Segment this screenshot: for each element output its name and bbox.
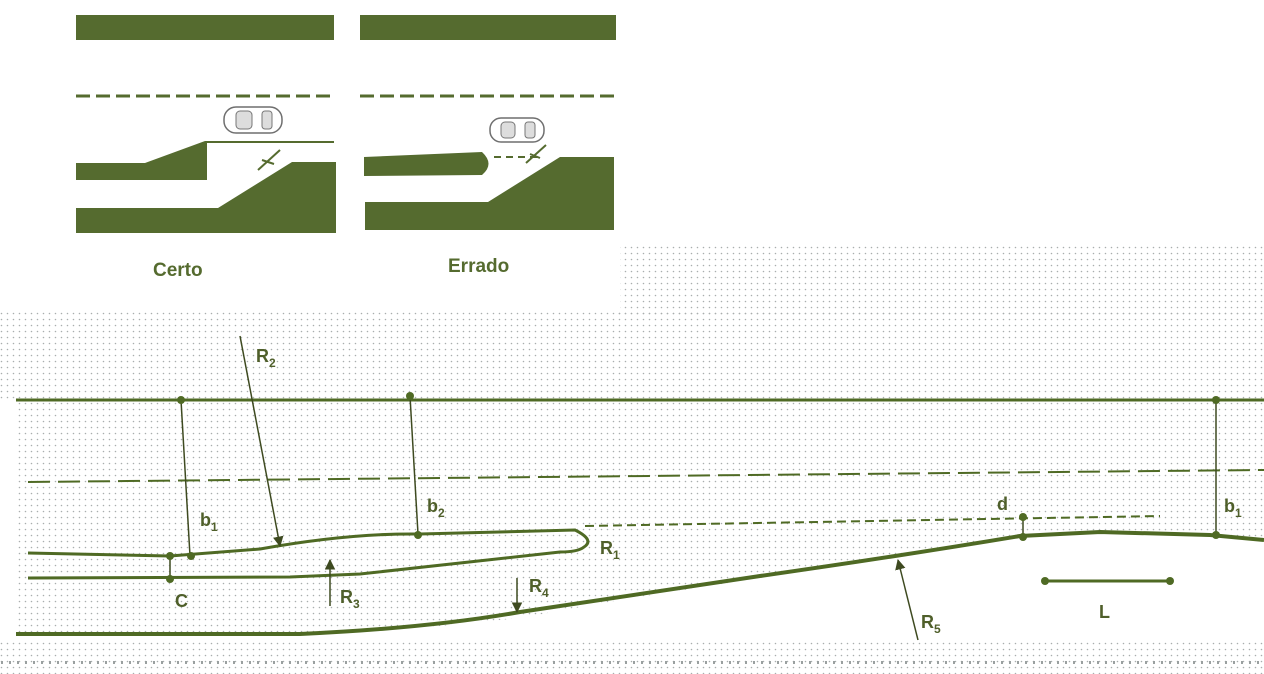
label-r5: R5	[921, 612, 941, 636]
caption-wrong: Errado	[448, 256, 509, 277]
dotted-background	[0, 245, 1264, 674]
lane-taper-lower-left	[76, 162, 336, 233]
r2-arrow	[239, 335, 284, 548]
label-r2: R2	[256, 346, 276, 370]
lane-taper-lower-right	[365, 157, 614, 230]
label-b2: b2	[427, 496, 445, 520]
car-icon-right	[489, 117, 545, 143]
roadway-lines	[16, 398, 1264, 636]
offset-dashed-line	[584, 515, 1161, 527]
gore-nose-shape-right	[364, 152, 489, 176]
dimension-lines	[169, 395, 1217, 583]
top-road-bar-right	[360, 15, 616, 40]
label-c: C	[175, 591, 188, 611]
panel-wrong: Errado	[345, 0, 620, 310]
label-b1-left: b1	[200, 510, 218, 534]
radius-arrows	[239, 335, 919, 641]
label-r3: R3	[340, 587, 360, 611]
lane-dashed-line	[27, 469, 1264, 483]
r5-arrow	[895, 558, 919, 641]
deceleration-lane-edge	[16, 529, 1264, 636]
label-b1-right: b1	[1224, 496, 1242, 520]
top-road-bar-left	[76, 15, 334, 40]
label-d: d	[997, 494, 1008, 514]
diagram-labels: R2 b1 b2 R1 C R3 R4 R5 d b1 L	[175, 346, 1242, 636]
label-r1: R1	[600, 538, 620, 562]
label-l: L	[1099, 602, 1110, 622]
panel-correct: Certo	[0, 0, 345, 310]
label-r4: R4	[529, 576, 549, 600]
pedestrian-crossing-icon-left	[257, 149, 281, 171]
island-edge-upper	[27, 528, 590, 580]
lane-taper-upper-left	[76, 141, 334, 180]
car-icon-left	[223, 106, 283, 134]
dimension-dots	[166, 392, 1220, 585]
caption-correct: Certo	[153, 260, 203, 281]
pedestrian-crossing-icon-right	[525, 144, 547, 164]
